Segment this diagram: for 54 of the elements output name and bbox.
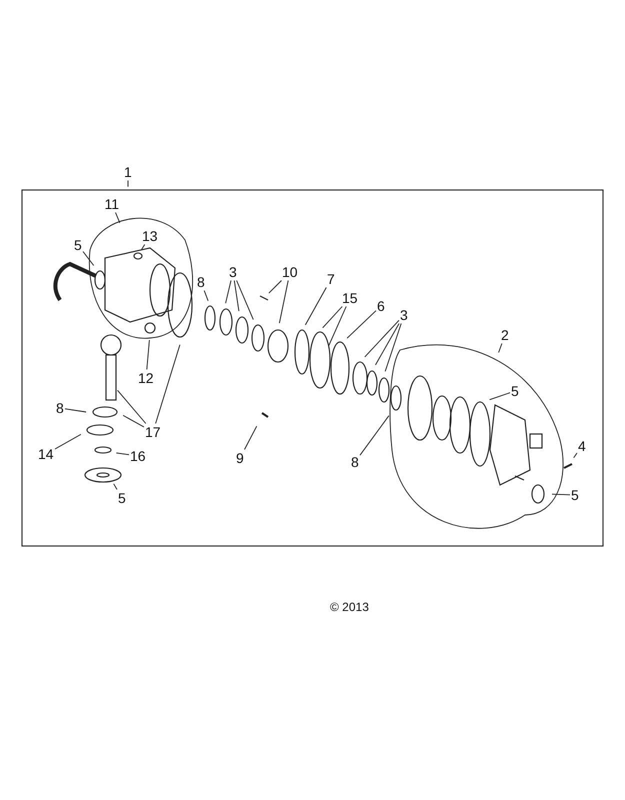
callout-number: 10 [282, 264, 298, 280]
callout-number: 16 [130, 448, 146, 464]
callout-number: 7 [327, 272, 335, 286]
callout-number: 4 [578, 438, 586, 454]
callout-number: 15 [342, 290, 358, 306]
callout-number: 14 [38, 446, 54, 462]
leader-line [304, 287, 327, 326]
callout-number: 2 [501, 328, 509, 342]
callout-number: 13 [142, 228, 158, 244]
leader-line [268, 280, 282, 294]
callout-number: 5 [571, 488, 579, 502]
callout-number: 5 [118, 490, 126, 506]
leader-line [236, 280, 254, 320]
leader-line [384, 323, 402, 372]
leader-line [204, 290, 209, 302]
leader-line [322, 306, 343, 328]
leader-line [489, 392, 510, 400]
leader-line [116, 452, 130, 456]
leader-line [552, 494, 570, 496]
leader-line [122, 414, 144, 428]
leader-line [234, 280, 240, 312]
callout-number: 17 [145, 424, 161, 440]
leader-line [117, 390, 146, 424]
leader-line [64, 408, 87, 412]
callout-number: 8 [197, 274, 205, 290]
leader-line [115, 212, 120, 224]
leader-line [498, 343, 502, 353]
callout-number: 3 [229, 264, 237, 280]
callout-number: 6 [377, 298, 385, 314]
callout-number: 12 [138, 370, 154, 386]
leader-line [146, 340, 150, 370]
leader-line [360, 415, 390, 456]
leader-line [113, 483, 118, 490]
callout-number: 8 [351, 454, 359, 470]
callout-number: 1 [124, 164, 132, 180]
callout-number: 8 [56, 400, 64, 416]
leader-line [573, 452, 578, 458]
leader-line [141, 244, 146, 250]
copyright-note: © 2013 [330, 600, 369, 614]
callout-number: 9 [236, 450, 244, 466]
leader-line [364, 320, 400, 358]
leader-line [328, 306, 347, 346]
callout-number: 5 [74, 238, 82, 252]
leader-line [375, 323, 400, 366]
leader-line [346, 310, 376, 339]
leader-line [244, 426, 258, 450]
leader-line [225, 280, 232, 304]
callout-number: 3 [400, 308, 408, 322]
callout-number: 11 [104, 196, 120, 212]
leader-line [278, 280, 289, 324]
leader-line [155, 344, 180, 424]
leader-line [54, 434, 82, 450]
leader-line [82, 251, 94, 266]
callout-number: 5 [511, 384, 519, 398]
